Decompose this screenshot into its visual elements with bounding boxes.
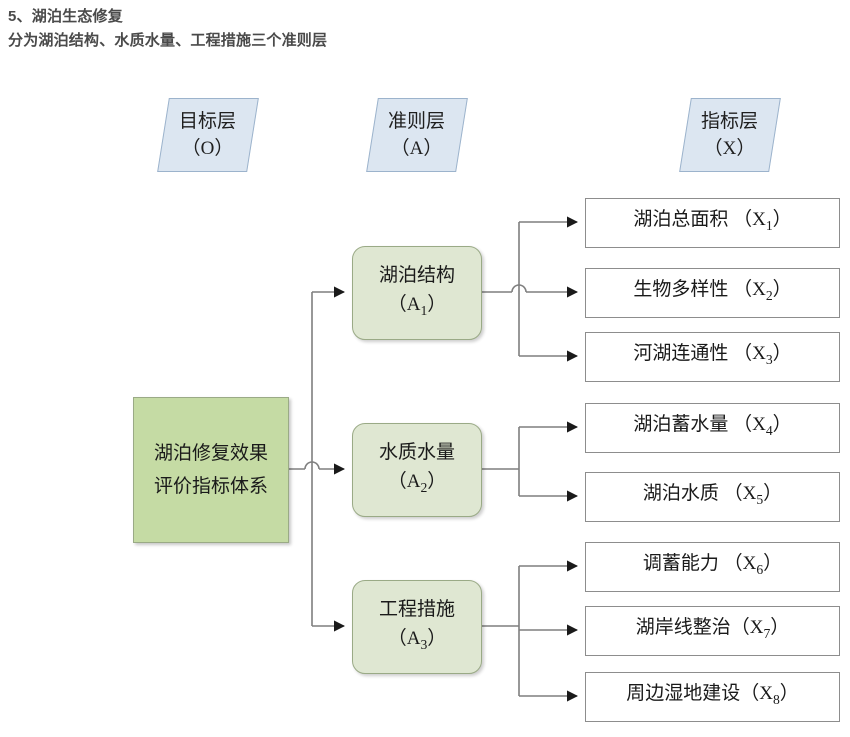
goal-node-label: 湖泊修复效果评价指标体系 <box>153 443 268 497</box>
criteria-node-a2-code: （A2） <box>387 471 447 495</box>
indicator-node-x1-label: 湖泊总面积 <box>633 209 729 231</box>
goal-node[interactable]: 湖泊修复效果评价指标体系 <box>133 397 289 543</box>
layer-chip-goal-code: （O） <box>182 138 234 159</box>
indicator-node-x4-label: 湖泊蓄水量 <box>633 414 729 436</box>
layer-chip-goal-name: 目标层 <box>179 111 237 132</box>
indicator-node-x6[interactable]: 调蓄能力 （X6） <box>585 542 840 592</box>
criteria-node-a1-code: （A1） <box>387 294 447 318</box>
indicator-node-x2[interactable]: 生物多样性 （X2） <box>585 268 840 318</box>
header-subtitle-line-2: 分为湖泊结构、水质水量、工程措施三个准则层 <box>8 32 328 49</box>
indicator-node-x5-label: 湖泊水质 <box>642 483 719 505</box>
indicator-node-x3[interactable]: 河湖连通性 （X3） <box>585 332 840 382</box>
criteria-node-a3[interactable]: 工程措施 （A3） <box>352 580 482 674</box>
criteria-node-a2[interactable]: 水质水量 （A2） <box>352 423 482 517</box>
page-header: 5、湖泊生态修复 分为湖泊结构、水质水量、工程措施三个准则层 <box>8 5 708 53</box>
indicator-node-x5[interactable]: 湖泊水质 （X5） <box>585 472 840 522</box>
indicator-node-x8[interactable]: 周边湿地建设（X8） <box>585 672 840 722</box>
layer-chip-criteria-code: （A） <box>391 138 443 159</box>
criteria-node-a3-label: 工程措施 <box>378 599 455 621</box>
indicator-node-x6-label: 调蓄能力 <box>642 553 719 575</box>
criteria-node-a2-label: 水质水量 <box>378 442 455 464</box>
criteria-node-a1[interactable]: 湖泊结构 （A1） <box>352 246 482 340</box>
indicator-node-x1[interactable]: 湖泊总面积 （X1） <box>585 198 840 248</box>
indicator-node-x3-label: 河湖连通性 <box>633 343 729 365</box>
indicator-node-x7[interactable]: 湖岸线整治（X7） <box>585 606 840 656</box>
layer-chip-indicator: 指标层 （X） <box>679 98 781 172</box>
criteria-node-a3-code: （A3） <box>387 628 447 652</box>
layer-chip-criteria-name: 准则层 <box>388 111 446 132</box>
layer-chip-indicator-code: （X） <box>704 138 756 159</box>
layer-chip-indicator-name: 指标层 <box>701 111 759 132</box>
header-title-line-1: 5、湖泊生态修复 <box>8 8 123 25</box>
indicator-node-x7-label: 湖岸线整治 <box>635 617 731 639</box>
layer-chip-goal: 目标层 （O） <box>157 98 259 172</box>
indicator-node-x4[interactable]: 湖泊蓄水量 （X4） <box>585 403 840 453</box>
criteria-node-a1-label: 湖泊结构 <box>378 265 455 287</box>
indicator-node-x2-label: 生物多样性 <box>633 279 729 301</box>
indicator-node-x8-label: 周边湿地建设 <box>626 683 741 705</box>
layer-chip-criteria: 准则层 （A） <box>366 98 468 172</box>
